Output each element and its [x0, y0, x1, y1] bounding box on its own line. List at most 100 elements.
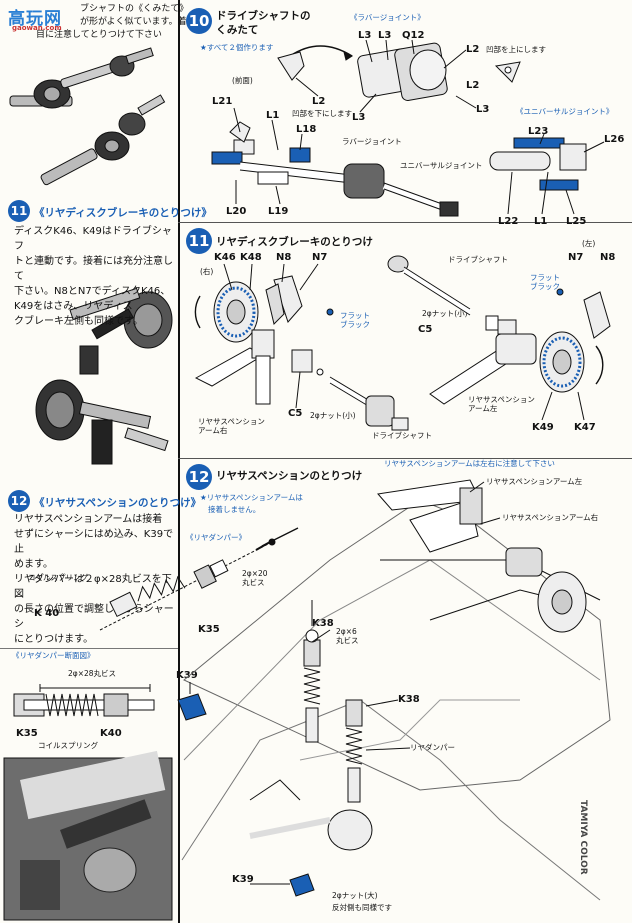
- step10-l23: L23: [528, 126, 549, 137]
- step11-n8: N8: [276, 252, 292, 263]
- step11-susp-arm-right: リヤサスペンション アーム右: [198, 417, 265, 435]
- step12-k38a: K38: [312, 618, 334, 629]
- step10-l1b: L1: [534, 216, 548, 227]
- step12-damper: リヤダンパー: [410, 743, 455, 752]
- left-step12-body: リヤサスペンションアームは接着 せずにシャーシにはめ込み、K39で止 めます。 …: [14, 512, 174, 647]
- damper-parts-screw: 2φ×20 丸ビス: [242, 569, 268, 587]
- step10-l2-bottom: 凹部を下にします: [292, 109, 352, 118]
- left-step12-line: にとりつけます。: [14, 634, 94, 645]
- step12-k39b: K39: [232, 874, 254, 885]
- left-step12-number: 12: [8, 490, 30, 512]
- step10-l18: L18: [296, 124, 317, 135]
- step10-note: ★すべて２個作ります: [200, 43, 274, 52]
- step11-nut2: 2φナット(小): [310, 411, 356, 420]
- damper-parts-spring-label: コイルスプリング: [28, 573, 88, 582]
- step10-l1: L1: [266, 110, 280, 121]
- damper-detail-spring: コイルスプリング: [38, 741, 98, 750]
- damper-detail-k40: K40: [100, 728, 122, 739]
- step10-l3a: L3: [358, 30, 372, 41]
- step10-q12: Q12: [402, 30, 425, 41]
- damper-parts-k35: K35: [198, 624, 220, 635]
- step10-l22: L22: [498, 216, 519, 227]
- left-step11-line: クブレーキ左側も同様です。: [14, 316, 143, 327]
- step12-note-line2: 接着しません。: [208, 505, 261, 514]
- step10-universaljoint: ユニバーサルジョイント: [400, 161, 483, 170]
- left-step11-line: トと連動です。接着には充分注意して: [14, 256, 173, 282]
- step12-arm-left: リヤサスペンションアーム左: [486, 477, 583, 486]
- step10-title-line1: ドライブシャフトの: [216, 10, 311, 22]
- step10-front: (前面): [232, 76, 253, 85]
- step10-l21: L21: [212, 96, 233, 107]
- step11-susp-arm-left: リヤサスペンション アーム左: [468, 395, 535, 413]
- section-divider-11-12: [178, 458, 632, 459]
- left-step11-title: 《リヤディスクブレーキのとりつけ》: [34, 207, 212, 219]
- step10-number: 10: [186, 8, 212, 34]
- damper-parts-title: 《リヤダンパー》: [186, 533, 246, 542]
- left-step11-number: 11: [8, 200, 30, 222]
- left-step11-line: K49をはさみ、リヤディス: [14, 301, 133, 312]
- step12-number: 12: [186, 464, 212, 490]
- step11-drive-shaft-b: ドライブシャフト: [448, 255, 508, 264]
- damper-parts-k40: K 40: [34, 608, 60, 619]
- damper-detail-k35: K35: [16, 728, 38, 739]
- step10-l2a: L2: [466, 44, 480, 55]
- step10-title-line2: くみたて: [216, 24, 259, 36]
- step12-note-line1: ★リヤサスペンションアームは: [200, 493, 303, 502]
- step10-rubberjoint: ラバージョイント: [342, 137, 402, 146]
- section-divider-10-11: [178, 222, 632, 223]
- watermark-logo-text: 高玩网: [8, 9, 62, 29]
- left-step12-line: せずにシャーシにはめ込み、K39で止: [14, 529, 174, 555]
- watermark-logo: 高玩网 gaowan.com: [8, 4, 76, 34]
- step11-number: 11: [186, 228, 212, 254]
- step10-l3d: L3: [476, 104, 490, 115]
- step10-l19: L19: [268, 206, 289, 217]
- left-top-partial-2: が形がよく似ています。着: [80, 17, 187, 27]
- left-step12-line: リヤダンパーは２φ×28丸ビスを下図: [14, 574, 172, 600]
- step11-flat-block: フラット ブラック: [340, 311, 370, 329]
- step10-l26: L26: [604, 134, 625, 145]
- step11-k46: K46: [214, 252, 236, 263]
- step11-left: (左): [582, 239, 596, 248]
- step12-k38b: K38: [398, 694, 420, 705]
- step11-drive-shaft: ドライブシャフト: [372, 431, 432, 440]
- step11-n7: N7: [312, 252, 328, 263]
- step10-l20: L20: [226, 206, 247, 217]
- step10-l3c: L3: [352, 112, 366, 123]
- left-step11-line: ディスクK46、K49はドライブシャフ: [14, 226, 172, 252]
- step12-k39a: K39: [176, 670, 198, 681]
- step11-n8b: N8: [600, 252, 616, 263]
- step10-l2b: L2: [312, 96, 326, 107]
- rubber-joint-heading: 《ラバージョイント》: [350, 13, 425, 22]
- left-step11-line: 下さい。N8とN7でディスクK46、: [14, 286, 171, 297]
- step11-c5b: C5: [418, 324, 433, 335]
- step11-title: リヤディスクブレーキのとりつけ: [216, 236, 373, 248]
- step12-arm-right: リヤサスペンションアーム右: [502, 513, 599, 522]
- left-top-partial: ブシャフトの《くみたて》: [80, 4, 189, 14]
- step11-k47: K47: [574, 422, 596, 433]
- step11-k48: K48: [240, 252, 262, 263]
- column-divider: [178, 0, 180, 923]
- step10-l2c: L2: [466, 80, 480, 91]
- left-step12-title: 《リヤサスペンションのとりつけ》: [34, 497, 202, 509]
- watermark-site: gaowan.com: [12, 24, 62, 32]
- step12-top-note: リヤサスペンションアームは左右に注意して下さい: [384, 459, 555, 468]
- step10-l25: L25: [566, 216, 587, 227]
- step12-nut-large: 2φナット(大): [332, 891, 378, 900]
- damper-detail-screw: 2φ×28丸ビス: [68, 669, 117, 678]
- step11-n7b: N7: [568, 252, 584, 263]
- damper-detail-divider: [0, 648, 178, 649]
- left-step11-body: ディスクK46、K49はドライブシャフ トと連動です。接着には充分注意して 下さ…: [14, 224, 174, 329]
- step12-title: リヤサスペンションのとりつけ: [216, 470, 363, 482]
- step10-l3b: L3: [378, 30, 392, 41]
- step11-flat-block-b: フラット ブラック: [530, 273, 560, 291]
- step11-c5: C5: [288, 408, 303, 419]
- left-top-partial-3: 目に注意してとりつけて下さい: [36, 30, 162, 40]
- tamiya-color-stamp: TAMIYA COLOR: [578, 800, 588, 875]
- left-step12-line: の長さの位置で調整してからシャーシ: [14, 604, 174, 630]
- step11-k49: K49: [532, 422, 554, 433]
- left-step12-line: リヤサスペンションアームは接着: [14, 514, 163, 525]
- left-step12-line: めます。: [14, 559, 53, 570]
- step10-l2-note: 凹部を上にします: [486, 45, 546, 54]
- step11-right: (右): [200, 267, 214, 276]
- step11-nut2b: 2φナット(小): [422, 309, 468, 318]
